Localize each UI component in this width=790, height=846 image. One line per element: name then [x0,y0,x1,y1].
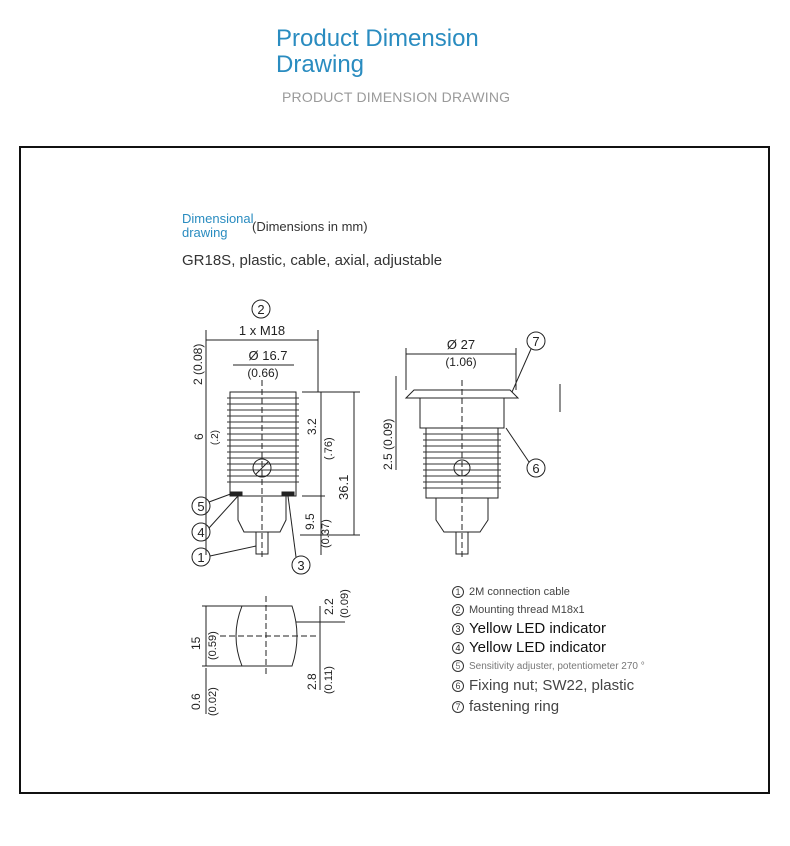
page-title: Product Dimension Drawing [276,26,479,78]
callout-4-label: 4 [197,525,204,540]
d28-in-label: (0.11) [323,666,335,694]
callout-4 [191,522,211,542]
mid-in-label: (.76) [323,437,335,460]
callout-2 [251,299,271,319]
legend-text: Fixing nut; SW22, plastic [469,677,635,694]
callout-5-label: 5 [197,499,204,514]
dia-label: Ø 16.7 [248,348,287,363]
callout-5-leader [208,491,237,503]
legend-text: fastening ring [469,698,560,715]
legend-text: Yellow LED indicator [469,620,607,637]
callout-6-leader [505,427,530,463]
w15-in-label: (0.59) [207,631,219,660]
legend-number: 4 [452,641,464,654]
callout-6 [526,458,546,478]
legend-item: 5 Sensitivity adjuster, potentiometer 27… [452,657,645,675]
d22-in-label: (0.09) [339,589,351,618]
page-subtitle: PRODUCT DIMENSION DRAWING [282,89,511,105]
legend-item: 3 Yellow LED indicator [452,619,645,638]
side-left-label: 2.5 (0.09) [381,419,395,470]
callout-7-label: 7 [532,334,539,349]
mid-label: 3.2 [305,418,319,435]
model-description: GR18S, plastic, cable, axial, adjustable [182,252,443,269]
callout-3 [291,555,311,575]
callout-3-leader [287,495,297,558]
bottom-view: 15 (0.59) 0.6 (0.02) 2.2 (0.09) 2.8 (0.1… [189,589,351,716]
legend-text: Sensitivity adjuster, potentiometer 270 … [469,660,645,672]
potentiometer-slot [255,461,269,475]
legend-item: 6 Fixing nut; SW22, plastic [452,675,645,696]
bottom-label: 9.5 [303,513,317,530]
callout-1-label: 1 [197,550,204,565]
legend-number: 7 [452,700,464,713]
side-potentiometer [453,459,471,477]
side-cable-stub [455,531,469,555]
page-title-line2: Drawing [276,51,365,78]
callout-1-leader [209,545,257,557]
height-label: 36.1 [336,475,351,500]
thread-label: 1 x M18 [239,323,285,338]
drawing-heading-line1: Dimensional [182,211,254,226]
six-label: 6 [192,433,206,440]
drawing-heading: Dimensional drawing [182,212,254,240]
callout-6-label: 6 [532,461,539,476]
led-right [281,491,295,497]
drawing-frame [19,146,770,794]
sensor-body [229,391,297,497]
callout-4-leader [208,495,239,529]
side-dia-in-label: (1.06) [445,355,476,369]
legend-number: 6 [452,679,464,692]
cable-stub [255,531,269,555]
legend-text: Mounting thread M18x1 [469,604,585,616]
potentiometer [252,458,272,478]
units-note: (Dimensions in mm) [252,219,368,234]
callout-1 [191,547,211,567]
legend-item: 1 2M connection cable [452,583,645,601]
d28-label: 2.8 [305,673,319,690]
w15-label: 15 [189,636,203,650]
legend-number: 1 [452,586,464,598]
legend-text: Yellow LED indicator [469,639,607,656]
legend-number: 2 [452,604,464,616]
thread-lines [227,397,299,483]
drawing-heading-line2: drawing [182,225,228,240]
callout-7-leader [511,348,532,393]
legend-item: 7 fastening ring [452,696,645,717]
side-view: Ø 27 (1.06) 7 2.5 (0.09) 6 [381,331,561,560]
legend-number: 5 [452,660,464,672]
front-view: 2 1 x M18 Ø 16.7 (0.66) 2 (0.08) 6 (.2) [191,299,360,575]
d22-label: 2.2 [322,598,336,615]
legend-number: 3 [452,622,464,635]
callout-7 [526,331,546,351]
d06-label: 0.6 [189,693,203,710]
bottom-in-label: (0.37) [320,519,332,548]
callout-3-label: 3 [297,558,304,573]
legend: 1 2M connection cable 2 Mounting thread … [452,583,645,717]
legend-item: 2 Mounting thread M18x1 [452,601,645,619]
page-title-line1: Product Dimension [276,25,479,52]
small-label: (.2) [210,430,221,445]
legend-text: 2M connection cable [469,586,570,598]
callout-2-label: 2 [257,302,264,317]
side-dia-label: Ø 27 [447,337,475,352]
top-h-label: 2 (0.08) [191,344,205,385]
dia-in-label: (0.66) [247,366,278,380]
legend-item: 4 Yellow LED indicator [452,638,645,657]
d06-in-label: (0.02) [207,687,219,716]
callout-5 [191,496,211,516]
bottom-outline [235,605,298,667]
